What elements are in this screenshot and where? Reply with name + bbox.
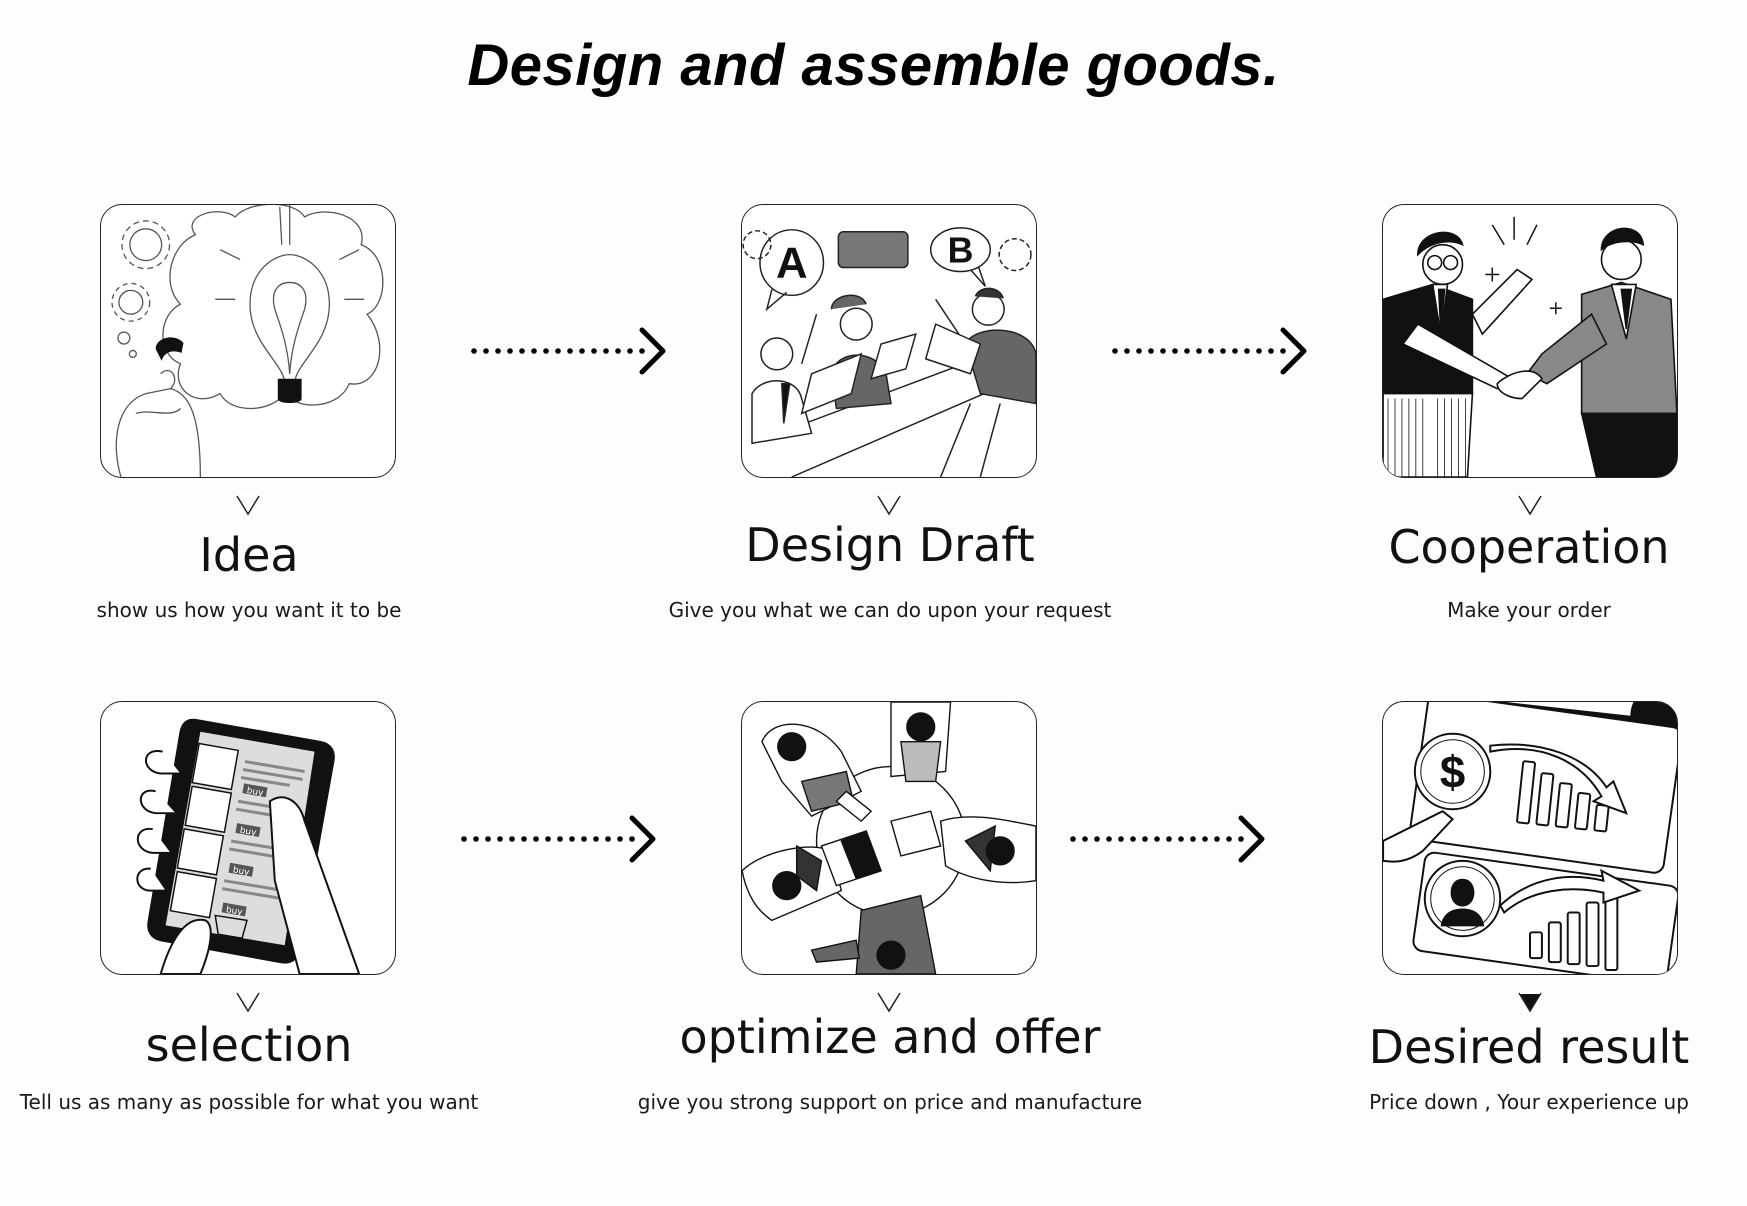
step-subtitle: Make your order: [1447, 598, 1611, 622]
step-card-design-draft: A B: [741, 204, 1037, 516]
price-down-experience-up-icon: $: [1383, 702, 1677, 974]
dollar-symbol: $: [1440, 746, 1465, 797]
step-subtitle: Tell us as many as possible for what you…: [19, 1090, 479, 1114]
step-title: Idea: [199, 528, 299, 582]
step-card-selection: buy buy buy buy: [100, 701, 396, 1013]
step-title: Desired result: [1368, 1020, 1690, 1074]
lightbulb-thinking-icon: [111, 205, 384, 477]
step-subtitle: Price down , Your experience up: [1369, 1090, 1689, 1114]
step-subtitle: give you strong support on price and man…: [637, 1090, 1143, 1114]
dotted-arrow-right-icon: [461, 815, 656, 863]
step-card-desired-result: $: [1382, 701, 1678, 1013]
handshake-icon: [1383, 216, 1677, 477]
step-card-idea: [100, 204, 396, 516]
step-title: selection: [145, 1018, 353, 1072]
dotted-arrow-right-icon: [1070, 815, 1265, 863]
phone-shopping-icon: buy buy buy buy: [136, 718, 361, 974]
bubble-label-a: A: [776, 238, 808, 287]
step-card-cooperation: [1382, 204, 1678, 516]
buy-button-label: buy: [246, 786, 265, 799]
buy-button-label: buy: [225, 905, 244, 918]
dotted-arrow-right-icon: [1112, 327, 1307, 375]
bubble-label-b: B: [948, 231, 974, 271]
page-title: Design and assemble goods.: [467, 33, 1280, 98]
step-title: optimize and offer: [679, 1010, 1101, 1064]
step-subtitle: Give you what we can do upon your reques…: [668, 598, 1112, 622]
round-table-meeting-icon: [742, 702, 1036, 974]
step-title: Cooperation: [1388, 520, 1670, 574]
step-subtitle: show us how you want it to be: [96, 598, 402, 622]
buy-button-label: buy: [232, 865, 251, 878]
step-title: Design Draft: [745, 518, 1035, 572]
team-meeting-ab-icon: A B: [742, 227, 1036, 477]
buy-button-label: buy: [239, 826, 258, 839]
step-card-optimize-offer: [741, 701, 1037, 1013]
dotted-arrow-right-icon: [471, 327, 666, 375]
